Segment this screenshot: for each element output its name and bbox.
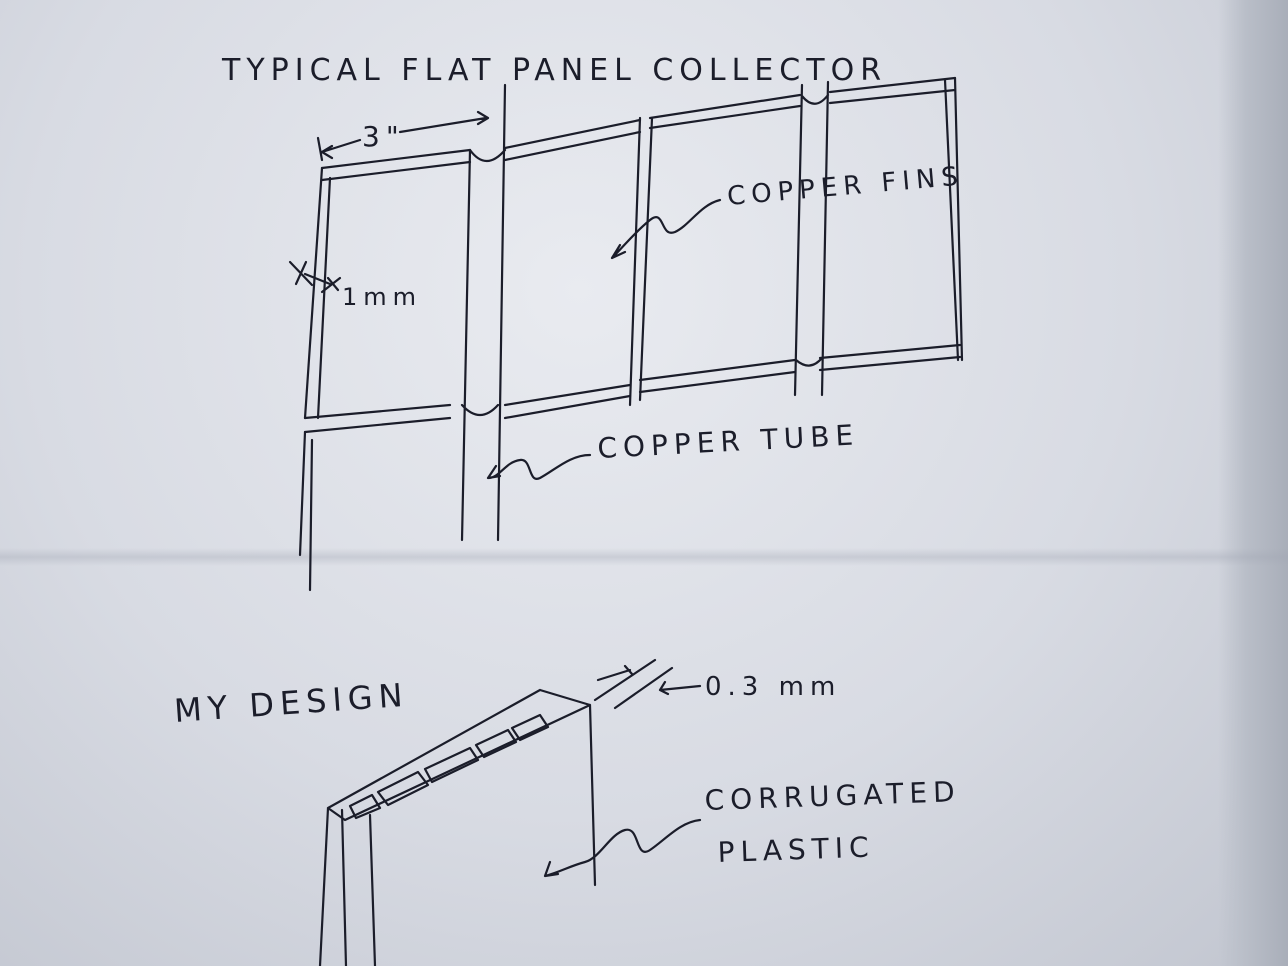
top-rail [320, 76, 957, 182]
label-plastic: PLASTIC [717, 831, 875, 869]
label-corrugated: CORRUGATED [704, 775, 961, 817]
leader-tube [486, 453, 592, 480]
title-typical-flat-panel: TYPICAL FLAT PANEL COLLECTOR [221, 53, 887, 88]
title-my-design: MY DESIGN [173, 676, 410, 730]
fin-divider [628, 116, 654, 407]
bottom-rail [303, 343, 962, 434]
paper-fold [0, 548, 1288, 566]
label-copper-fins: COPPER FINS [726, 161, 965, 212]
corrugated-panel [318, 688, 597, 966]
dimension-label-thickness: 1mm [342, 283, 422, 311]
tube-1 [460, 83, 507, 542]
dimension-label-sheet: 0.3 mm [705, 672, 841, 702]
left-frame [298, 166, 332, 592]
dimension-arrow-sheet [593, 658, 702, 710]
dimension-arrow-width [316, 110, 490, 162]
dimension-label-width: 3" [362, 120, 405, 153]
right-frame [943, 76, 964, 362]
leader-plastic [543, 818, 702, 878]
label-copper-tube: COPPER TUBE [597, 418, 860, 465]
leader-fins [610, 198, 722, 260]
dimension-arrow-thickness [288, 260, 342, 294]
tube-2 [793, 80, 830, 397]
paper-edge-shadow [1218, 0, 1288, 966]
flute-cells [348, 713, 550, 820]
